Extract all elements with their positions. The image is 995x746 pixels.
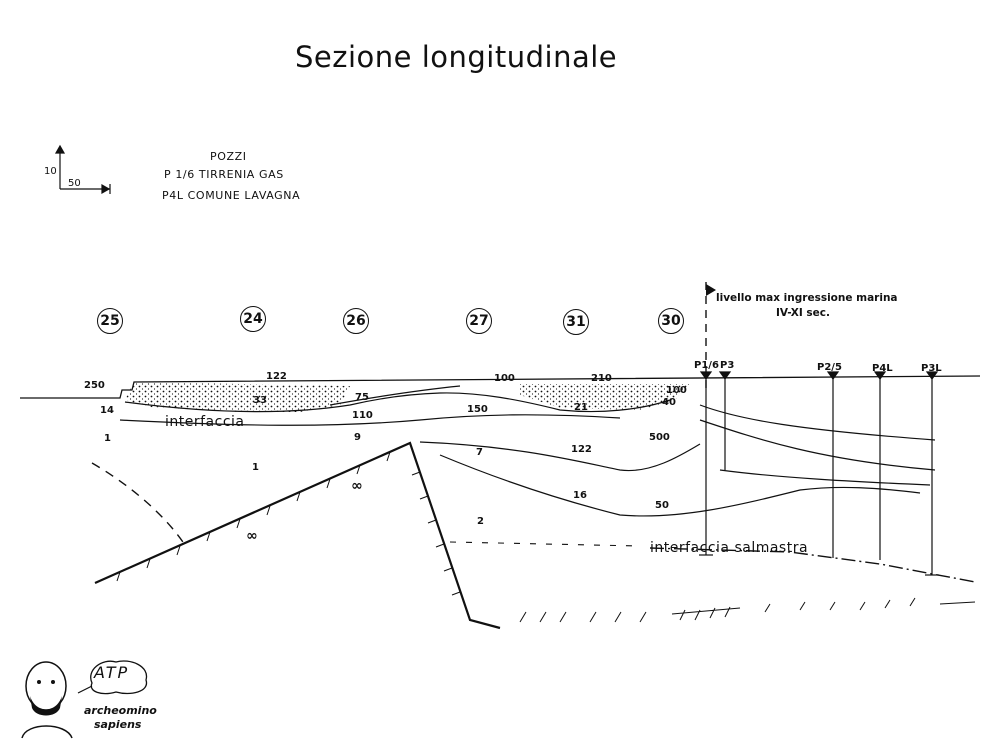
layer-value: 100 bbox=[666, 385, 687, 396]
scale-bar bbox=[54, 144, 111, 195]
section-marker-31: 31 bbox=[563, 309, 589, 335]
layer-value: 14 bbox=[100, 405, 114, 416]
max-ingression-note-line2: IV-XI sec. bbox=[776, 307, 831, 319]
saline-interface-label: interfaccia salmastra bbox=[650, 540, 809, 556]
well-label-p2-5: P2/5 bbox=[817, 362, 842, 373]
layer-value: 40 bbox=[662, 397, 676, 408]
interface-label: interfaccia bbox=[165, 414, 245, 430]
layer-value: 50 bbox=[655, 500, 669, 511]
layer-value: 210 bbox=[591, 373, 612, 384]
well-lines bbox=[699, 371, 939, 576]
logo-caption-line1: archeomino bbox=[84, 704, 157, 717]
legend-row-tirrenia: P 1/6 TIRRENIA GAS bbox=[164, 168, 284, 181]
infinity-symbol: ∞ bbox=[351, 478, 363, 494]
layer-value: 110 bbox=[352, 410, 373, 421]
basement-symbols bbox=[519, 597, 976, 623]
bedrock-hatching bbox=[116, 451, 461, 596]
dashed-fault bbox=[91, 462, 186, 546]
saline-interface-marks bbox=[449, 541, 641, 547]
archeomino-logo bbox=[21, 660, 148, 739]
layer-value: 33 bbox=[253, 395, 267, 406]
section-marker-27: 27 bbox=[466, 308, 492, 334]
layer-value: 100 bbox=[494, 373, 515, 384]
layer-value: 250 bbox=[84, 380, 105, 391]
layer-value: 122 bbox=[571, 444, 592, 455]
layer-value: 500 bbox=[649, 432, 670, 443]
layer-value: 21 bbox=[574, 402, 588, 413]
infinity-symbol: ∞ bbox=[246, 528, 258, 544]
vertical-scale-label: 10 bbox=[44, 166, 57, 177]
horizontal-scale-label: 50 bbox=[68, 178, 81, 189]
well-label-p4l: P4L bbox=[872, 363, 893, 374]
section-marker-25: 25 bbox=[97, 308, 123, 334]
layer-value: 75 bbox=[355, 392, 369, 403]
section-marker-26: 26 bbox=[343, 308, 369, 334]
bedrock-boundary bbox=[94, 441, 501, 630]
section-marker-30: 30 bbox=[658, 308, 684, 334]
layer-lines bbox=[119, 385, 936, 517]
layer-value: 1 bbox=[104, 433, 111, 444]
layer-value: 7 bbox=[476, 447, 483, 458]
well-label-p3: P3 bbox=[720, 360, 735, 371]
legend-heading: POZZI bbox=[210, 150, 247, 163]
layer-value: 9 bbox=[354, 432, 361, 443]
sand-deposit-mid bbox=[520, 384, 690, 410]
layer-value: 1 bbox=[252, 462, 259, 473]
page-title: Sezione longitudinale bbox=[295, 40, 618, 74]
ground-surface bbox=[20, 375, 981, 399]
logo-badge: ATP bbox=[94, 663, 130, 682]
layer-value: 122 bbox=[266, 371, 287, 382]
well-label-p3l: P3L bbox=[921, 363, 942, 374]
layer-value: 2 bbox=[477, 516, 484, 527]
logo-caption-line2: sapiens bbox=[94, 718, 142, 731]
section-marker-24: 24 bbox=[240, 306, 266, 332]
layer-value: 150 bbox=[467, 404, 488, 415]
well-label-p1-6: P1/6 bbox=[694, 360, 719, 371]
max-ingression-note-line1: livello max ingressione marina bbox=[716, 292, 898, 304]
layer-value: 16 bbox=[573, 490, 587, 501]
max-ingression-flag bbox=[706, 284, 716, 296]
sand-deposit-left bbox=[125, 382, 350, 412]
legend-row-lavagna: P4L COMUNE LAVAGNA bbox=[162, 189, 301, 202]
